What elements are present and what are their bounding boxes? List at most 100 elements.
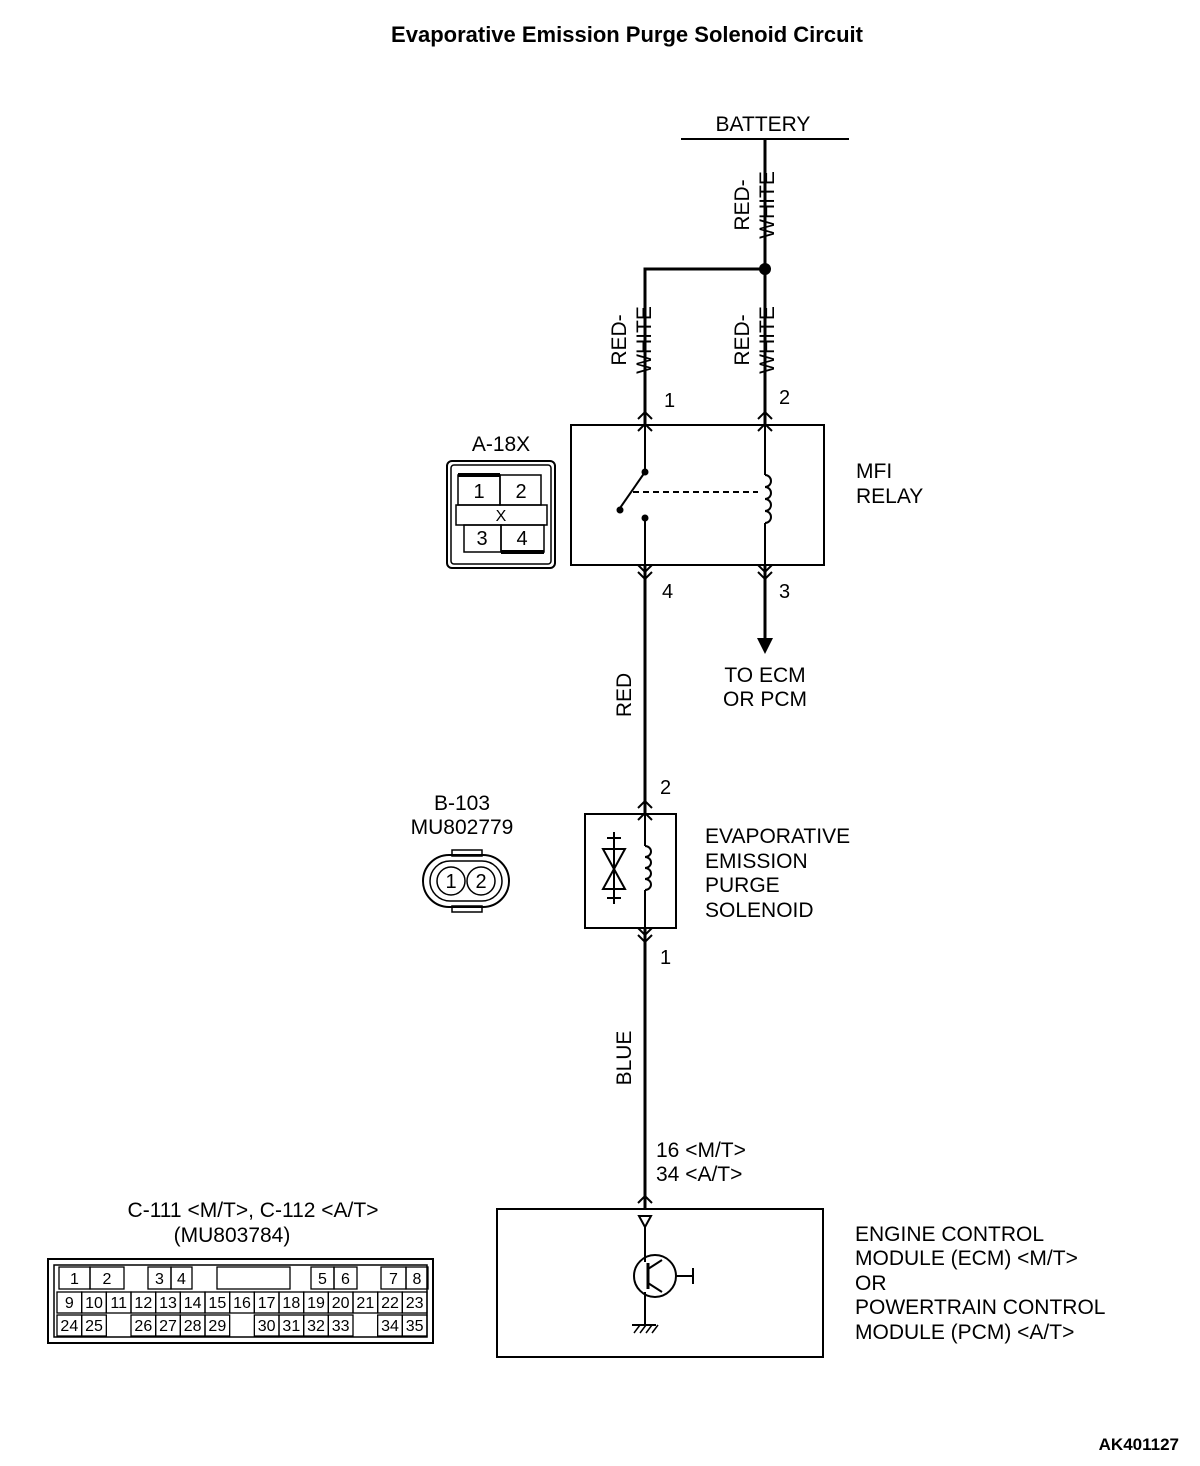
solenoid-connector-latch-top [451,849,483,857]
diagram-title: Evaporative Emission Purge Solenoid Circ… [391,22,864,47]
relay-pin1-terminal-icon [637,410,653,420]
ecm-connector-pin: 32 [307,1318,325,1335]
ecm-connector-cell [89,1266,125,1290]
ecm-connector-pin: 2 [103,1271,112,1288]
ecm-connector-pin: 31 [282,1318,300,1335]
solenoid-connector-latch-bottom [451,905,483,913]
ecm-connector-pin: 1 [70,1271,79,1288]
relay-connector-pin2: 2 [515,481,526,503]
battery-label: BATTERY [716,113,811,136]
ecm-pin-line1: 16 <M/T> [656,1139,746,1162]
ecm-connector-pin: 14 [184,1295,202,1312]
relay-connector-x: X [496,508,507,525]
ecm-connector-pin: 16 [233,1295,251,1312]
wire-label-red: RED [613,673,636,717]
relay-pin1-label: 1 [664,390,675,412]
ecm-connector-pin: 3 [155,1271,164,1288]
wire-label-blue: BLUE [613,1031,636,1086]
ecm-connector-pin: 26 [134,1318,152,1335]
ground-hatch-3 [645,1324,653,1334]
ecm-connector-pin: 13 [159,1295,177,1312]
ecm-input-marker-icon [637,1215,653,1230]
ecm-connector-pin: 18 [282,1295,300,1312]
relay-pin4-label: 4 [662,581,673,603]
to-ecm-line2: OR PCM [723,688,807,711]
wire-label-red-text: RED [613,673,636,717]
ecm-connector-cell [405,1266,429,1290]
ecm-connector-outer [47,1258,434,1344]
ecm-connector-pin: 27 [159,1318,177,1335]
ecm-connector-pin: 11 [110,1295,127,1312]
relay-connector-inner [450,464,552,565]
ecm-connector-pin: 30 [258,1318,276,1335]
ecm-connector-cell [204,1314,231,1337]
relay-pin3-label: 3 [779,581,790,603]
transistor-collector [647,1259,663,1270]
solenoid-name-line1: EVAPORATIVE [705,825,850,848]
ecm-connector-pin: 6 [341,1271,350,1288]
solenoid-connector-pin1-ring [436,866,466,896]
arrow-to-ecm-icon [757,638,773,654]
ecm-connector-pin: 35 [406,1318,424,1335]
ecm-connector-pin: 29 [208,1318,226,1335]
ecm-connector-pin: 8 [413,1271,422,1288]
ecm-connector-cell [216,1266,291,1290]
ecm-connector-pin: 12 [134,1295,152,1312]
relay-connector-id: A-18X [472,433,530,456]
mfi-relay-box [570,424,825,566]
ecm-connector-pin: 9 [65,1295,74,1312]
ecm-connector-pin: 25 [85,1318,103,1335]
solenoid-connector-outer [422,854,510,908]
wire-branch-red-white [643,267,765,424]
wire-label-main-line2: WHITE [756,171,779,239]
ecm-connector-id: C-111 <M/T>, C-112 <A/T> [128,1199,379,1222]
ground-hatch-1 [633,1324,641,1334]
solenoid-connector-pin2-ring [466,866,496,896]
transistor-emitter [647,1282,663,1293]
wire-label-main-line1: RED- [731,179,754,230]
ecm-connector-pin: 15 [208,1295,226,1312]
solenoid-name-line2: EMISSION [705,850,808,873]
ecm-connector-pin: 5 [318,1271,327,1288]
relay-connector-pin3: 3 [476,528,487,550]
ecm-pin-terminal-icon [637,1194,653,1204]
solenoid-name-line4: SOLENOID [705,899,814,922]
wire-label-relay-right-line2: WHITE [756,306,779,374]
ecm-connector-cell [81,1314,107,1337]
relay-connector-pin4: 4 [516,528,527,550]
solenoid-pin2-terminal-icon-inner [637,811,653,821]
ecm-name-line4: POWERTRAIN CONTROL [855,1296,1105,1319]
ecm-connector-cell [401,1291,428,1314]
ecm-connector-pin: 23 [406,1295,424,1312]
solenoid-connector-pin2: 2 [475,871,486,893]
transistor-icon [633,1254,694,1298]
ecm-connector-pin: 34 [381,1318,399,1335]
relay-connector-outer [446,460,556,569]
ecm-connector-pin: 22 [381,1295,399,1312]
ecm-connector-pin: 33 [332,1318,350,1335]
ecm-connector-pin: 24 [60,1318,78,1335]
relay-switch-blade [619,471,646,509]
ecm-connector-pin: 19 [307,1295,325,1312]
ecm-connector-pin: 20 [332,1295,350,1312]
wire-label-relay-left-line1: RED- [608,314,631,365]
solenoid-connector-pin1: 1 [445,871,456,893]
wire-label-relay-left: RED- WHITE [608,306,656,374]
solenoid-name-line3: PURGE [705,874,780,897]
ground-icon [632,1324,659,1334]
relay-connector-pin1: 1 [473,481,484,503]
solenoid-valve-icon [601,832,627,904]
ground-hatch-2 [639,1324,647,1334]
ecm-connector-cell [170,1266,193,1290]
wire-label-relay-right: RED- WHITE [731,306,779,374]
solenoid-box [584,813,677,929]
ecm-connector-pin: 17 [258,1295,276,1312]
solenoid-coil-icon [644,845,652,891]
relay-name-line1: MFI [856,460,892,483]
relay-switch-pivot [616,506,624,514]
ecm-connector-cell [333,1266,358,1290]
ground-hatch-4 [651,1324,659,1334]
solenoid-pin2-label: 2 [660,777,671,799]
